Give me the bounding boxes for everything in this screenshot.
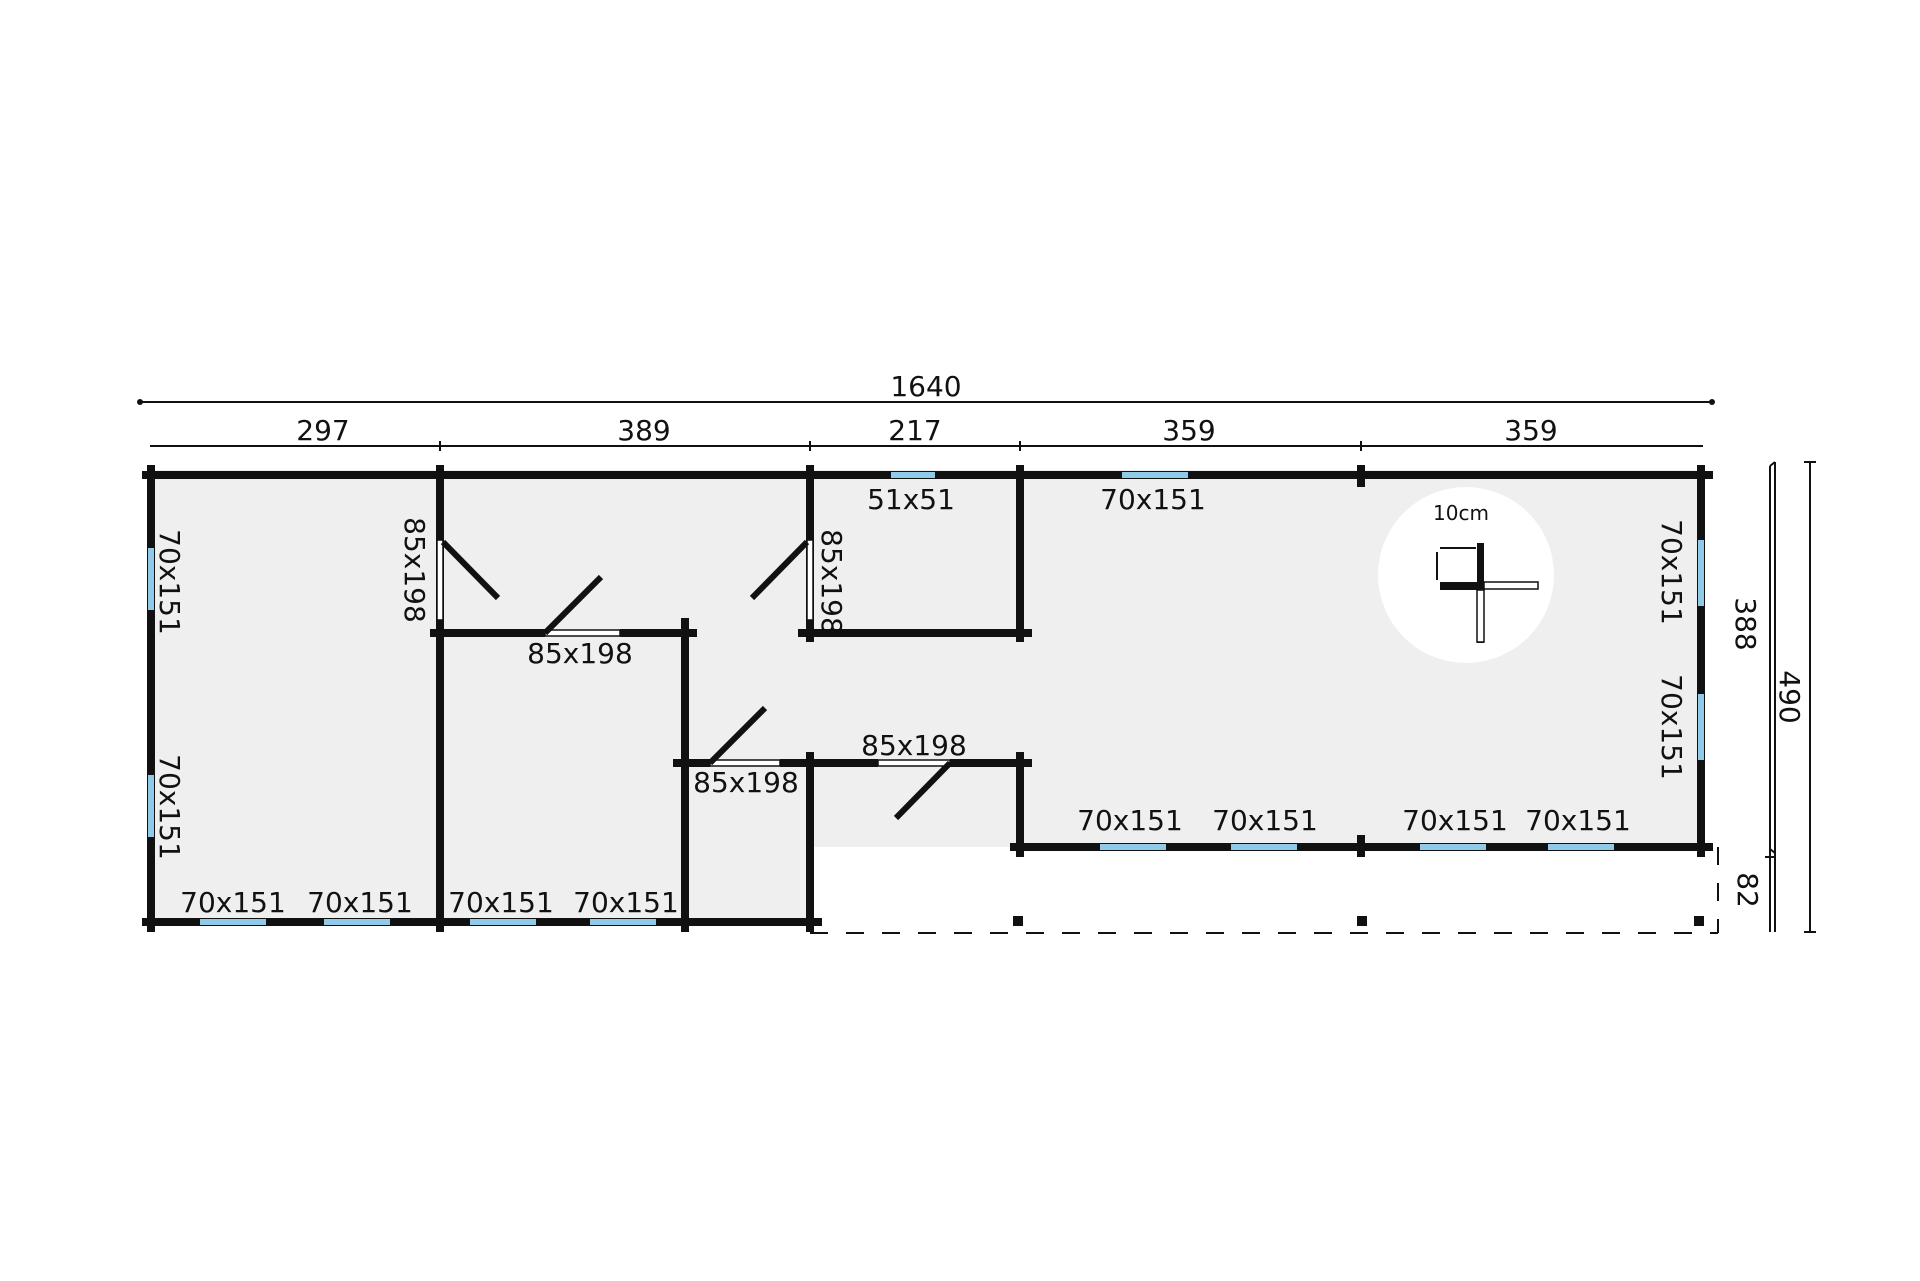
window-labels: 70x151 70x151 70x151 70x151 70x151 70x15…	[153, 483, 1688, 919]
total-depth-label: 490	[1773, 670, 1806, 723]
terrace-outline	[810, 847, 1719, 934]
segment-label-3: 217	[888, 414, 941, 447]
dimension-lines	[140, 401, 1776, 932]
door-label-b: 85x198	[527, 637, 633, 670]
window-label-right-upper: 70x151	[1655, 519, 1688, 625]
door-label-e: 85x198	[861, 729, 967, 762]
dimension-outer	[1774, 461, 1816, 933]
total-width-label: 1640	[890, 370, 961, 403]
window-label-bottom-4: 70x151	[573, 886, 679, 919]
door-leaf-c	[749, 539, 810, 601]
windows	[148, 472, 1704, 925]
dimension-end-dots	[137, 399, 1715, 405]
segment-label-2: 389	[617, 414, 670, 447]
door-label-c: 85x198	[815, 529, 848, 635]
window-label-front-1: 70x151	[1077, 804, 1183, 837]
wall-detail: 10cm	[1378, 487, 1554, 663]
door-label-a: 85x198	[398, 517, 431, 623]
door-label-d: 85x198	[693, 766, 799, 799]
segment-label-1: 297	[296, 414, 349, 447]
door-frame-b	[544, 629, 621, 637]
building-depth-label: 388	[1729, 597, 1762, 650]
door-leaf-d	[707, 705, 768, 766]
door-frame-a	[436, 539, 444, 621]
door-leaf-a	[440, 539, 501, 601]
window-label-left-lower: 70x151	[153, 754, 186, 860]
window-label-right-lower: 70x151	[1655, 674, 1688, 780]
door-frames	[436, 539, 951, 767]
door-leaf-e	[893, 760, 953, 821]
window-label-top-small: 51x51	[867, 483, 955, 516]
window-label-front-3: 70x151	[1402, 804, 1508, 837]
door-frame-c	[806, 539, 814, 621]
window-label-bottom-1: 70x151	[180, 886, 286, 919]
segment-label-4: 359	[1162, 414, 1215, 447]
window-label-bottom-3: 70x151	[448, 886, 554, 919]
wall-thickness-label: 10cm	[1433, 501, 1489, 525]
window-label-bottom-2: 70x151	[307, 886, 413, 919]
dimension-labels: 1640 297 389 217 359 359 388 490 82	[296, 370, 1806, 908]
segment-label-5: 359	[1504, 414, 1557, 447]
terrace-depth-label: 82	[1731, 872, 1764, 908]
window-label-top-large: 70x151	[1100, 483, 1206, 516]
window-label-front-2: 70x151	[1212, 804, 1318, 837]
door-leaf-b	[542, 574, 604, 636]
door-labels: 85x198 85x198 85x198 85x198 85x198	[398, 517, 967, 799]
terrace-posts	[1013, 916, 1704, 926]
window-label-front-4: 70x151	[1525, 804, 1631, 837]
door-leaves	[440, 539, 953, 821]
window-label-left-upper: 70x151	[153, 529, 186, 635]
